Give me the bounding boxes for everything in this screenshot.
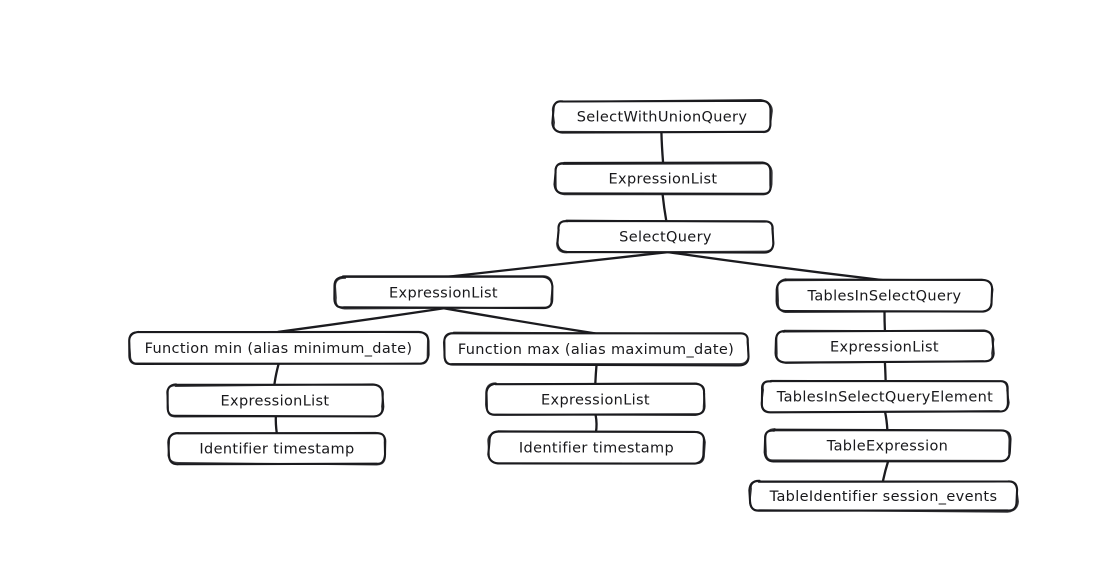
node-label: Function max (alias maximum_date) — [458, 342, 734, 358]
tree-edge — [442, 307, 597, 335]
tree-edge — [594, 413, 598, 434]
node-label: Identifier timestamp — [519, 441, 674, 457]
tree-edge — [664, 250, 886, 282]
node-label: TableIdentifier session_events — [769, 489, 998, 505]
node-label: TablesInSelectQuery — [807, 289, 962, 305]
node-box-sketch-pass — [334, 275, 554, 310]
node-box-sketch-pass — [485, 382, 706, 417]
node-box-sketch-pass — [166, 383, 384, 418]
tree-node[interactable]: TableExpression — [763, 428, 1012, 463]
tree-edge — [443, 251, 668, 279]
tree-node[interactable]: SelectQuery — [556, 219, 775, 254]
tree-node[interactable]: ExpressionList — [485, 382, 706, 417]
node-box-sketch-pass — [775, 329, 995, 364]
node-box-sketch-pass — [167, 431, 387, 466]
node-label: Function min (alias minimum_date) — [145, 341, 413, 357]
node-box-sketch-pass — [442, 331, 750, 365]
node-box-sketch-pass — [487, 430, 706, 465]
tree-edge — [274, 414, 278, 435]
tree-node[interactable]: ExpressionList — [553, 161, 773, 196]
node-box-sketch-pass — [760, 379, 1010, 414]
node-layer: SelectWithUnionQueryExpressionListSelect… — [128, 98, 1019, 513]
node-box-sketch-pass — [556, 219, 775, 254]
node-box-sketch-pass — [764, 428, 1011, 462]
node-label: TablesInSelectQueryElement — [776, 390, 993, 406]
tree-edge — [276, 307, 446, 334]
node-label: TableExpression — [826, 439, 948, 455]
node-box-sketch-pass — [128, 330, 429, 365]
node-label: ExpressionList — [609, 172, 718, 188]
tree-edge — [660, 130, 665, 164]
tree-node[interactable]: TablesInSelectQuery — [775, 278, 994, 314]
node-box-sketch-pass — [554, 162, 773, 196]
tree-edge — [661, 192, 668, 223]
node-label: ExpressionList — [221, 394, 330, 410]
tree-node[interactable]: ExpressionList — [774, 329, 995, 364]
tree-node[interactable]: Identifier timestamp — [487, 430, 706, 465]
node-box-sketch-pass — [776, 278, 994, 314]
node-label: ExpressionList — [541, 393, 650, 409]
tree-node[interactable]: Identifier timestamp — [167, 431, 387, 466]
tree-edge — [883, 410, 889, 432]
tree-node[interactable]: Function min (alias minimum_date) — [128, 330, 430, 365]
tree-edge — [273, 363, 280, 386]
tree-node[interactable]: TableIdentifier session_events — [748, 479, 1019, 513]
tree-node[interactable]: ExpressionList — [166, 383, 385, 418]
node-label: ExpressionList — [830, 340, 939, 356]
node-label: ExpressionList — [389, 286, 498, 302]
node-label: SelectQuery — [619, 230, 712, 246]
tree-edge — [881, 460, 890, 483]
node-label: Identifier timestamp — [199, 442, 354, 458]
tree-node[interactable]: TablesInSelectQueryElement — [760, 379, 1010, 414]
edge-layer — [273, 130, 890, 483]
tree-node[interactable]: Function max (alias maximum_date) — [442, 331, 750, 367]
tree-node[interactable]: ExpressionList — [333, 275, 554, 310]
tree-edge — [883, 360, 887, 383]
node-box-sketch-pass — [551, 98, 773, 134]
tree-node[interactable]: SelectWithUnionQuery — [551, 98, 773, 134]
tree-edge — [594, 364, 598, 385]
node-label: SelectWithUnionQuery — [577, 110, 748, 126]
node-box-sketch-pass — [748, 480, 1019, 513]
